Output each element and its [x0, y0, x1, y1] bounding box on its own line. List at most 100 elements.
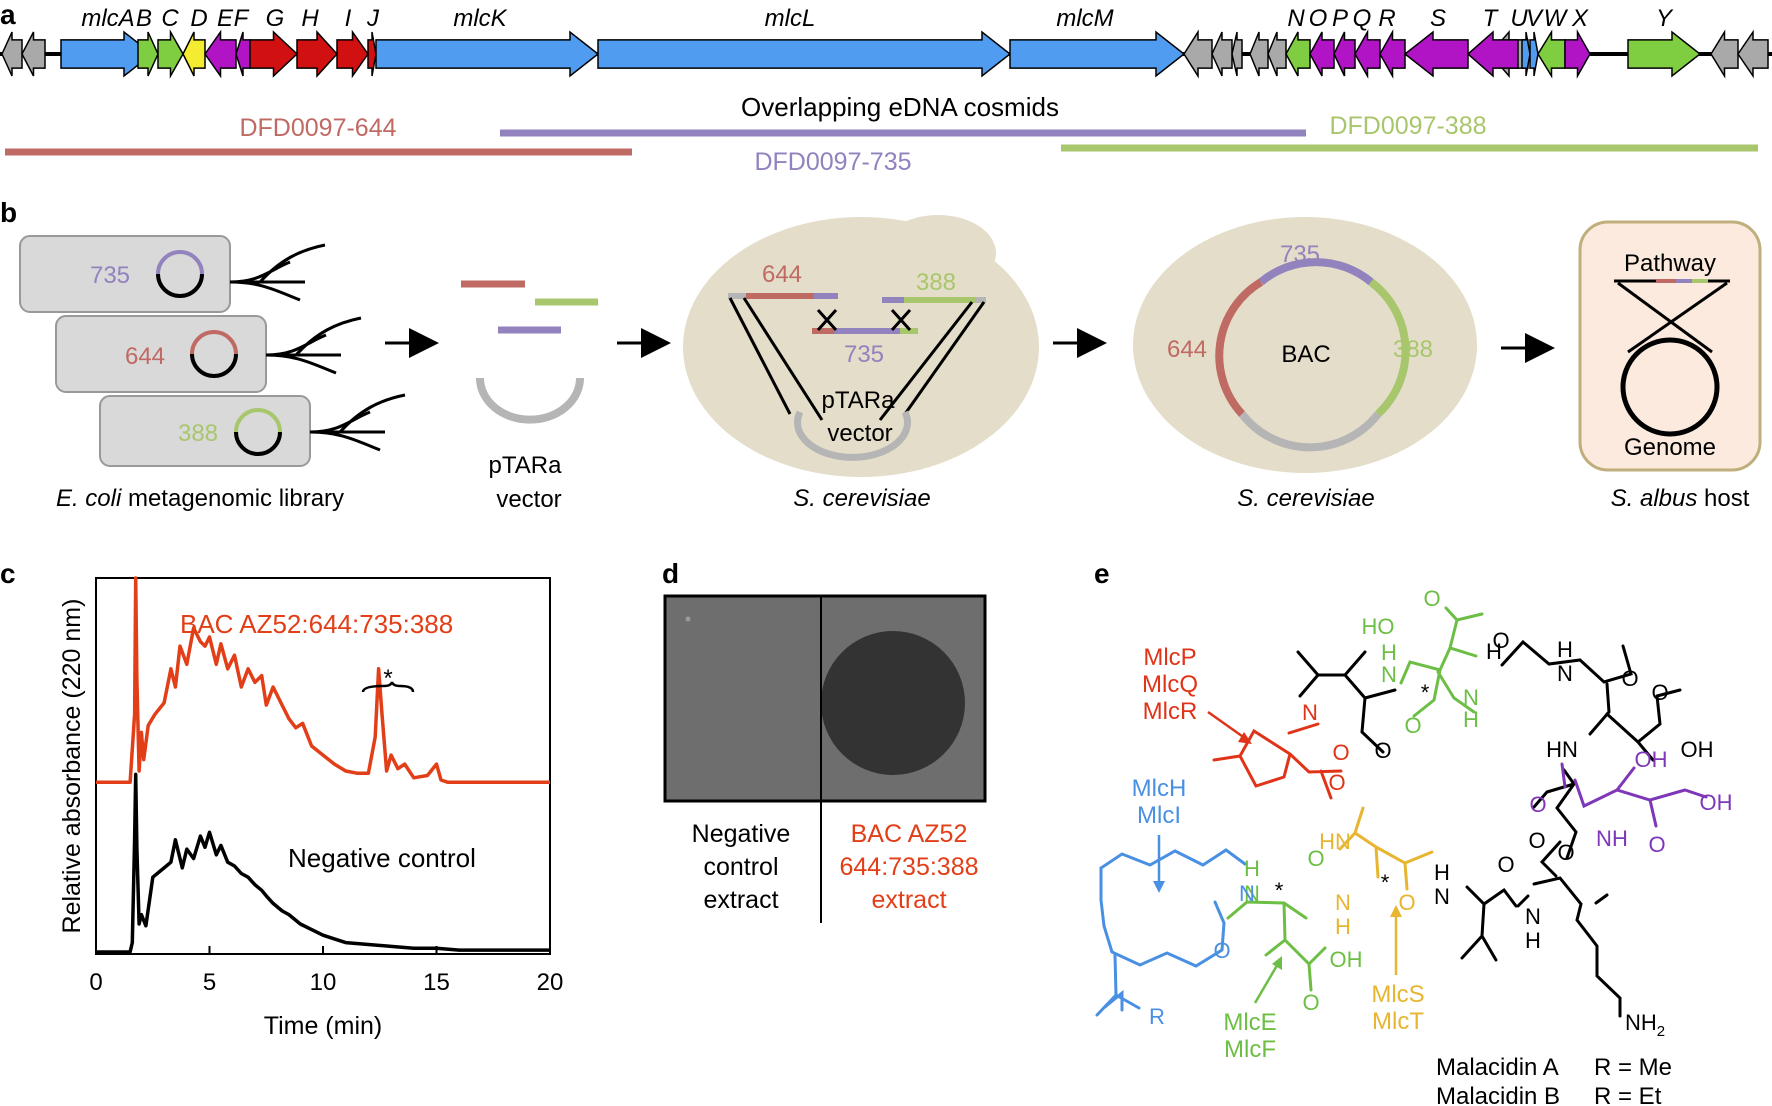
cosmid-label-644: DFD0097-644: [239, 114, 396, 142]
atom: O: [1648, 832, 1665, 857]
atom: OH: [1700, 790, 1733, 815]
enzyme-arrowhead-yellow: [1390, 905, 1402, 917]
peak-bracket: [361, 681, 415, 693]
atom: N: [1302, 700, 1318, 725]
yeast1-label-735: 735: [844, 341, 884, 368]
yeast1-caption: S. cerevisiae: [793, 485, 930, 512]
atom: H: [1525, 928, 1541, 953]
enzyme-mlcs: MlcS: [1371, 981, 1424, 1008]
cosmid-label-735: DFD0097-735: [754, 148, 911, 176]
atom: O: [1528, 828, 1545, 853]
gene-arrow-I: [336, 29, 369, 79]
atom: O: [1307, 846, 1324, 871]
stereo-star: *: [1421, 680, 1430, 705]
enzyme-mlcr: MlcR: [1143, 698, 1198, 725]
bac-label-735: 735: [1280, 241, 1320, 268]
panel-label-a: a: [0, 0, 16, 30]
enzyme-arrowhead-blue: [1153, 881, 1165, 893]
gene-arrow-J: [367, 31, 377, 77]
yeast1-label-644: 644: [762, 261, 802, 288]
gene-arrow-V: [1529, 31, 1539, 77]
gene-arrow-X: [1564, 29, 1591, 79]
atom: N: [1434, 884, 1450, 909]
clone-644: 644: [55, 315, 362, 393]
x-axis-label: Time (min): [264, 1012, 383, 1040]
flanking-gene-2: [1183, 29, 1213, 79]
atom-labels-colored: N O O O HO H N O N H H N O OH O HN N H O…: [1149, 586, 1732, 1029]
atom: N: [1244, 881, 1260, 906]
yeast1-label-388: 388: [916, 269, 956, 296]
atom: O: [1332, 740, 1349, 765]
footnote-a-r: R = Me: [1594, 1054, 1672, 1081]
atom: HN: [1319, 829, 1351, 854]
flanking-gene-8: [1737, 29, 1769, 79]
vector-label-1: pTARa: [489, 452, 563, 479]
gene-arrow-Q: [1354, 29, 1381, 79]
gene-label-X: X: [1571, 5, 1589, 32]
flanking-gene-0: [1, 31, 23, 77]
atom: OH: [1330, 947, 1363, 972]
gene-label-G: G: [266, 5, 285, 32]
flanking-gene-3: [1211, 31, 1233, 77]
gene-label-R: R: [1378, 5, 1395, 32]
gene-label-U: U: [1510, 5, 1528, 32]
enzyme-mlct: MlcT: [1372, 1008, 1424, 1035]
atom: O: [1492, 628, 1509, 653]
enzyme-arrowhead-green: [1272, 956, 1282, 970]
enzyme-mlci: MlcI: [1137, 802, 1181, 829]
atom: O: [1213, 938, 1230, 963]
gene-label-C: C: [161, 5, 179, 32]
gene-label-Q: Q: [1353, 5, 1372, 32]
stereo-star: *: [1275, 878, 1284, 903]
atom: H: [1381, 640, 1397, 665]
atom: OH: [1681, 737, 1714, 762]
vector-fragments: [461, 280, 598, 424]
atom: H: [1463, 707, 1479, 732]
cosmids-title: Overlapping eDNA cosmids: [741, 92, 1059, 122]
agar-plate-image: [663, 594, 987, 923]
atom: HN: [1546, 737, 1578, 762]
yeast-cell-1: [683, 215, 1039, 477]
enzyme-mlcp: MlcP: [1143, 644, 1196, 671]
series-line-0: [96, 576, 550, 785]
gene-label-P: P: [1332, 5, 1348, 32]
atom: H: [1244, 856, 1260, 881]
gene-arrow-C: [157, 29, 184, 79]
host-cell: [1578, 220, 1762, 472]
atom: O: [1621, 666, 1638, 691]
enzyme-mlch: MlcH: [1132, 775, 1187, 802]
gene-arrow-O: [1309, 31, 1335, 77]
atom: H: [1434, 860, 1450, 885]
atom: N: [1525, 904, 1541, 929]
atom: O: [1651, 680, 1668, 705]
vector-label-2: vector: [496, 486, 561, 513]
gene-label-B: B: [136, 5, 152, 32]
atom: O: [1529, 792, 1546, 817]
atom: HO: [1362, 614, 1395, 639]
series-label-bac: BAC AZ52:644:735:388: [180, 609, 453, 639]
gene-label-W: W: [1544, 5, 1569, 32]
y-axis-label: Relative absorbance (220 nm): [58, 599, 86, 934]
flanking-gene-1: [21, 31, 46, 77]
malacidin-structure: [1095, 606, 1708, 1018]
plate-left-label-1: Negative: [692, 820, 791, 848]
atom: O: [1404, 713, 1421, 738]
gene-arrow-U: [1521, 31, 1531, 77]
gene-arrow-mlcM: [1009, 30, 1186, 78]
gene-arrow-S: [1403, 30, 1469, 78]
atom: O: [1398, 890, 1415, 915]
clone-735: 735: [19, 235, 326, 313]
gene-label-F: F: [234, 5, 250, 32]
gene-label-O: O: [1309, 5, 1328, 32]
gene-label-D: D: [190, 5, 207, 32]
yeast1-vector-label-1: pTARa: [822, 387, 896, 414]
gene-label-mlcM: mlcM: [1056, 5, 1113, 32]
x-tick-label: 0: [89, 969, 102, 996]
gene-arrow-mlcK: [375, 30, 600, 78]
plate-right-label-3: extract: [871, 886, 946, 914]
atom: N: [1463, 685, 1479, 710]
panel-label-e: e: [1094, 558, 1110, 589]
gene-arrow-B: [137, 31, 159, 77]
